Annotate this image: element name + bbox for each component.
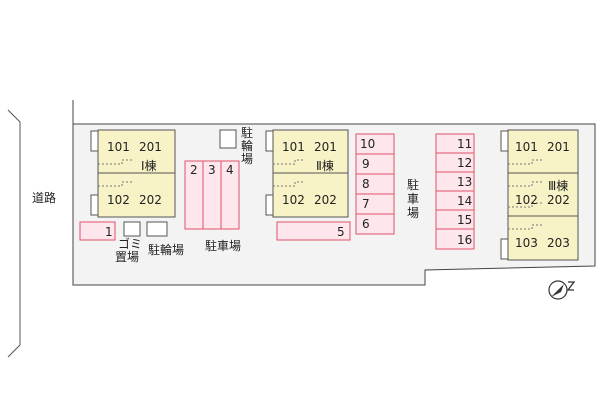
- unit-b3-103: 103: [515, 236, 538, 250]
- parking-slot-6: [355, 213, 395, 235]
- unit-b1-102: 102: [107, 193, 130, 207]
- unit-b3-201: 201: [547, 140, 570, 154]
- parking-slot-10-label: 10: [360, 137, 376, 151]
- parking-slot-14-label: 14: [457, 194, 473, 208]
- parking-slot-2-label: 2: [190, 163, 198, 177]
- unit-b2-102: 102: [282, 193, 305, 207]
- building-2-label: Ⅱ棟: [316, 159, 334, 173]
- unit-b1-101: 101: [107, 140, 130, 154]
- bicycle-parking-box-2: [146, 221, 168, 237]
- parking-slot-1-label: 1: [105, 225, 113, 239]
- parking-slot-6-label: 6: [362, 217, 370, 231]
- road-edge: [7, 109, 21, 358]
- parking-slot-11-label: 11: [457, 137, 473, 151]
- parking-slot-4: [220, 160, 240, 230]
- bicycle-parking-box-1: [219, 129, 237, 149]
- parking-slot-13-label: 13: [457, 175, 473, 189]
- parking-slot-16-label: 16: [457, 233, 473, 247]
- unit-b3-102: 102: [515, 193, 538, 207]
- parking-slot-5: [276, 221, 351, 241]
- garbage-label-line2: 置場: [115, 250, 140, 264]
- unit-b3-202: 202: [547, 193, 570, 207]
- garbage-label-line1: ゴミ: [118, 237, 143, 251]
- unit-b1-201: 201: [139, 140, 162, 154]
- parking-slot-7-label: 7: [362, 197, 370, 211]
- parking-slot-8-label: 8: [362, 177, 370, 191]
- building-1-label: Ⅰ棟: [141, 159, 157, 173]
- north-arrow-icon: [548, 280, 576, 300]
- road-label: 道路: [32, 191, 57, 205]
- unit-b2-202: 202: [314, 193, 337, 207]
- building-3-label: Ⅲ棟: [548, 179, 569, 193]
- garbage-box: [123, 221, 141, 237]
- unit-b2-101: 101: [282, 140, 305, 154]
- parking-slot-5-label: 5: [337, 225, 345, 239]
- unit-b1-202: 202: [139, 193, 162, 207]
- parking-slot-4-label: 4: [226, 163, 234, 177]
- unit-b3-101: 101: [515, 140, 538, 154]
- building-3: [507, 129, 579, 261]
- parking-slot-15-label: 15: [457, 213, 473, 227]
- parking-slot-12-label: 12: [457, 156, 473, 170]
- parking-slot-16: [435, 228, 475, 250]
- parking-slot-1: [79, 221, 116, 241]
- bicycle-parking-label: 駐輪場: [148, 243, 185, 257]
- parking-slot-3-label: 3: [208, 163, 216, 177]
- unit-b3-203: 203: [547, 236, 570, 250]
- parking-label: 駐車場: [205, 239, 242, 253]
- parking-slot-9-label: 9: [362, 157, 370, 171]
- unit-b2-201: 201: [314, 140, 337, 154]
